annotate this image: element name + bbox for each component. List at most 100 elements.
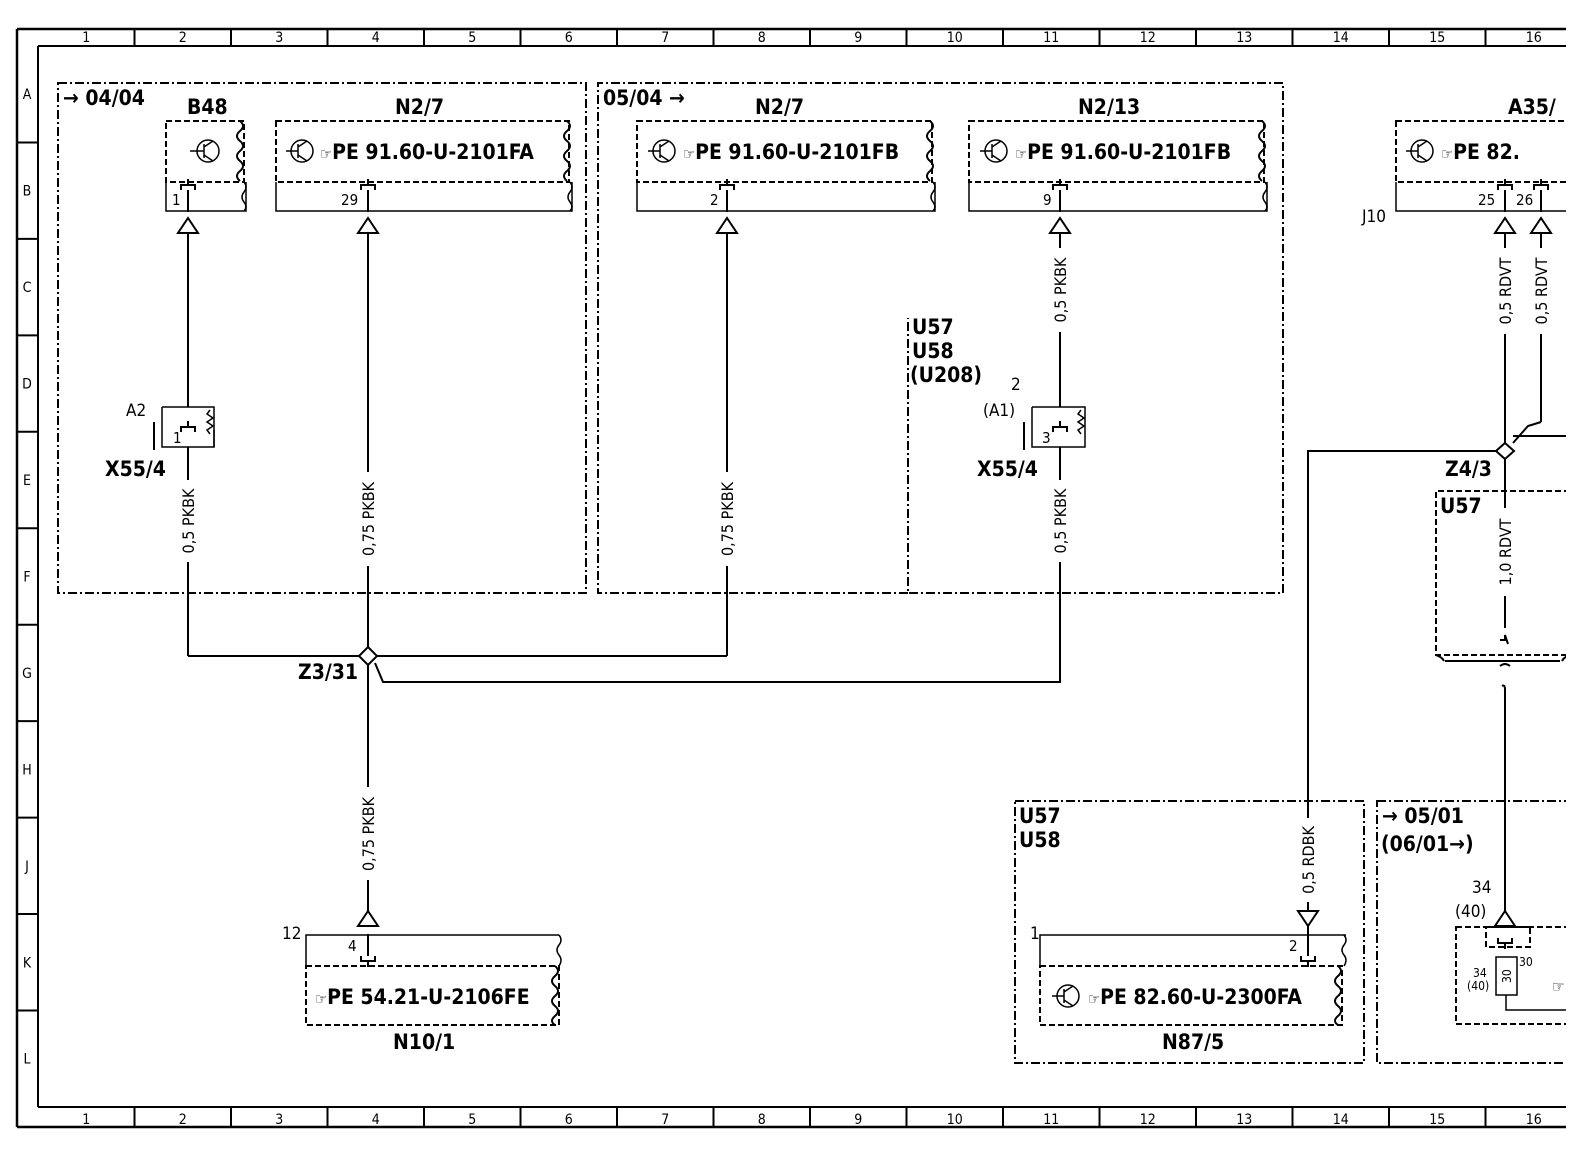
grid-labels: 1122334455667788991010111112121313141415… <box>22 30 1542 1128</box>
connector-arrow <box>1493 216 1517 234</box>
pin-n2-7-b: 2 <box>710 191 719 209</box>
grid-row-label: A <box>23 87 32 103</box>
wire-label: 0,5 RDVT <box>1496 257 1515 324</box>
pin-marker <box>719 179 735 212</box>
grid-column-label: 6 <box>565 1112 573 1128</box>
break-edge <box>1341 934 1347 967</box>
label-z4-3: Z4/3 <box>1445 457 1492 481</box>
pin-a35-26: 26 <box>1516 191 1533 209</box>
pin-marker <box>180 179 196 212</box>
connector-arrow <box>1296 910 1320 928</box>
pin-n87-out: 1 <box>1030 924 1040 944</box>
grid-column-label: 6 <box>565 30 573 46</box>
component-n87-5 <box>1039 934 1346 1026</box>
component-n2-7-a <box>275 120 573 212</box>
pin-relay-34b: 34 <box>1473 966 1487 980</box>
zone-label-n87-u58: U58 <box>1019 828 1061 852</box>
zone-label-u57: U57 <box>912 315 954 339</box>
break-edge <box>930 181 936 212</box>
wire-label: 1,0 RDVT <box>1496 518 1515 585</box>
grid-column-label: 10 <box>947 1112 963 1128</box>
pin-marker <box>360 934 376 967</box>
wire-label: 0,75 PKBK <box>718 481 737 556</box>
break-edge <box>926 120 934 182</box>
grid-column-label: 5 <box>468 30 476 46</box>
grid-column-label: 11 <box>1043 1112 1059 1128</box>
label-n2-13: N2/13 <box>1078 95 1140 119</box>
pin-a35-25: 25 <box>1478 191 1495 209</box>
pin-relay-30a: 30 <box>1519 955 1533 969</box>
label-b48: B48 <box>187 95 228 119</box>
pin-relay-40b: (40) <box>1467 979 1489 993</box>
label-a2: A2 <box>126 401 146 421</box>
pin-n87: 2 <box>1289 937 1298 955</box>
grid-column-label: 9 <box>854 30 862 46</box>
label-n2-7-b: N2/7 <box>755 95 804 119</box>
connector-x55-4-a <box>153 406 215 450</box>
relay-hand-icon: ☞ <box>1552 977 1565 996</box>
transistor-symbol-a35 <box>1406 139 1434 163</box>
zone-label-05-04: 05/04 → <box>603 86 685 110</box>
label-a35: A35/ <box>1508 95 1556 119</box>
grid-row-label: L <box>23 1052 30 1068</box>
ref-n10-1: ☞PE 54.21-U-2106FE <box>315 985 530 1009</box>
pin-n2-13: 9 <box>1043 191 1052 209</box>
ref-n2-13: ☞PE 91.60-U-2101FB <box>1015 140 1231 164</box>
grid-column-label: 13 <box>1236 30 1252 46</box>
component-n2-13 <box>968 120 1268 212</box>
pin-n10-1: 4 <box>348 937 357 955</box>
break-edge <box>563 120 571 182</box>
connector-arrow <box>1529 216 1553 234</box>
grid-row-label: D <box>22 377 32 393</box>
zone-label-u57-box: U57 <box>1440 494 1482 518</box>
grid-column-label: 1 <box>82 30 90 46</box>
grid-row-label: F <box>23 569 30 585</box>
break-edge <box>1334 965 1342 1026</box>
transistor-symbol-n2-7a <box>286 139 314 163</box>
zone-box-middle <box>597 82 1284 594</box>
connector-arrow <box>715 216 739 234</box>
grid-column-label: 5 <box>468 1112 476 1128</box>
label-n10-1: N10/1 <box>393 1030 455 1054</box>
pin-marker <box>1497 938 1513 949</box>
grid-column-label: 10 <box>947 30 963 46</box>
grid-column-label: 12 <box>1140 30 1156 46</box>
grid-row-label: H <box>22 762 31 778</box>
wires <box>187 232 1566 956</box>
splice-z4-3 <box>1494 441 1516 461</box>
ref-n87-5: ☞PE 82.60-U-2300FA <box>1088 985 1302 1009</box>
pin-relay-34: 34 <box>1472 878 1491 898</box>
hand-pointer-icon: ☞ <box>1015 145 1027 163</box>
wire-label: 0,5 PKBK <box>1051 257 1070 322</box>
hand-pointer-icon: ☞ <box>320 145 332 163</box>
grid-column-label: 8 <box>758 30 766 46</box>
grid-column-label: 14 <box>1333 1112 1349 1128</box>
break-edge <box>1258 120 1266 182</box>
pin-relay-30b: 30 <box>1500 969 1514 983</box>
pin-marker <box>1052 179 1068 212</box>
pin-relay-40: (40) <box>1455 902 1486 922</box>
component-a35 <box>1395 120 1566 212</box>
pin-marker <box>360 179 376 212</box>
label-x55-4-a: X55/4 <box>105 457 166 481</box>
label-a1: (A1) <box>983 401 1015 421</box>
grid-column-label: 11 <box>1043 30 1059 46</box>
grid-row-label: G <box>22 666 32 682</box>
transistor-symbol-n2-7b <box>648 139 676 163</box>
grid-row-label: E <box>23 473 31 489</box>
drawing-frame <box>15 27 1566 1129</box>
break-edge <box>567 181 573 212</box>
label-n87-5: N87/5 <box>1162 1030 1224 1054</box>
label-z3-31: Z3/31 <box>298 660 358 684</box>
zone-label-u58: U58 <box>912 339 954 363</box>
wire-label: 0,5 RDBK <box>1299 826 1318 894</box>
ref-n2-7-a: ☞PE 91.60-U-2101FA <box>320 140 534 164</box>
grid-row-label: C <box>23 280 32 296</box>
zone-label-u208: (U208) <box>910 363 982 387</box>
grid-column-label: 2 <box>179 30 187 46</box>
grid-row-label: K <box>23 955 32 971</box>
pin-marker <box>180 421 196 432</box>
zone-box-left <box>57 82 587 594</box>
hand-pointer-icon: ☞ <box>315 990 327 1008</box>
hand-pointer-icon: ☞ <box>1088 990 1100 1008</box>
